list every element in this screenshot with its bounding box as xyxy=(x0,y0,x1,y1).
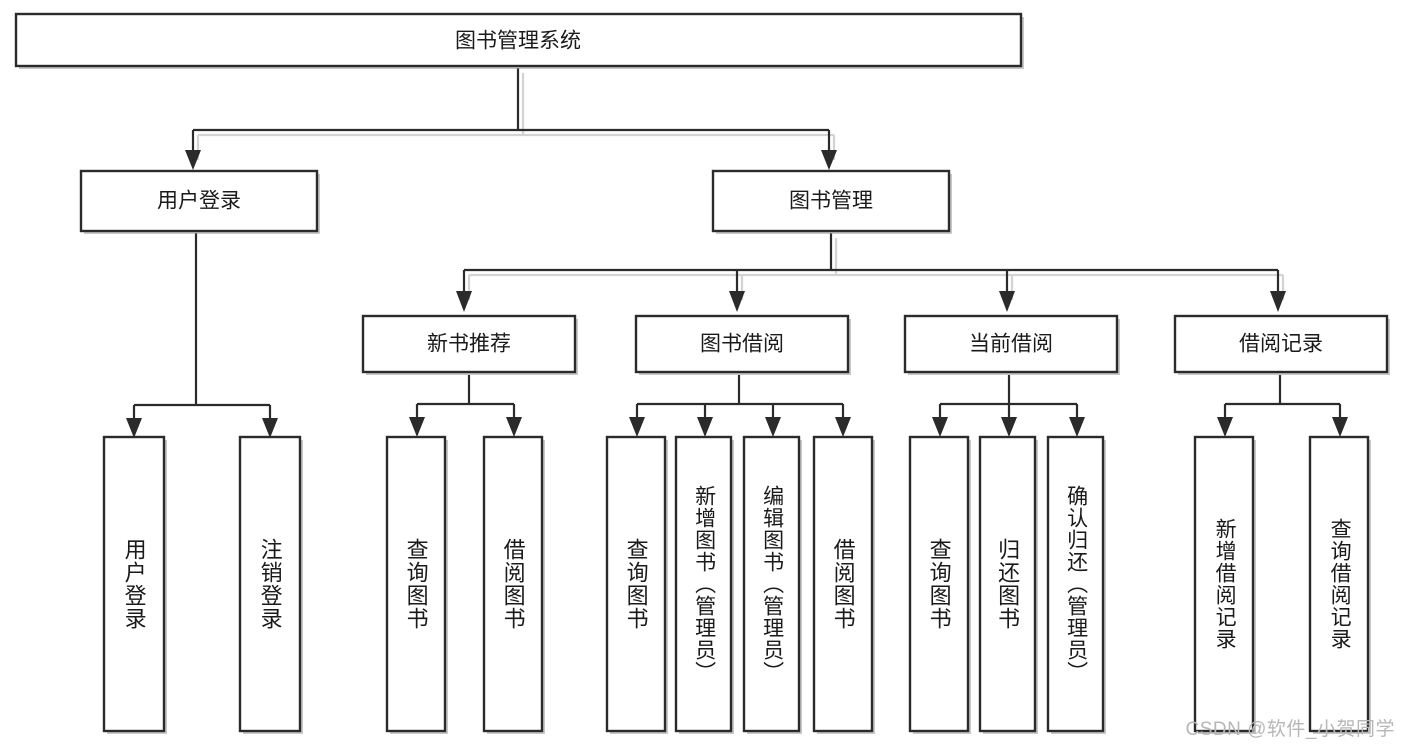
arrow-leaf-query-record xyxy=(1332,417,1348,437)
book-borrow-node-box[interactable] xyxy=(634,314,850,374)
borrow-record-node-label: 借阅记录 xyxy=(1239,333,1323,356)
edge-newbook-to-leaves xyxy=(415,375,516,422)
leaf-box-add-book[interactable] xyxy=(674,435,733,733)
leaf-box-borrow-book-1[interactable] xyxy=(482,435,544,733)
root-node-label: 图书管理系统 xyxy=(455,30,581,53)
arrow-leaf-query-book-3 xyxy=(932,417,948,437)
arrow-leaf-confirm-return xyxy=(1069,417,1085,437)
arrow-to-book-manage xyxy=(821,150,837,170)
arrow-leaf-borrow-book-2 xyxy=(835,417,851,437)
leaf-box-add-record[interactable] xyxy=(1193,435,1255,733)
leaf-box-query-book-1[interactable] xyxy=(385,435,447,733)
new-book-node-label: 新书推荐 xyxy=(427,333,511,356)
edges-group xyxy=(126,68,1348,438)
arrow-leaf-edit-book xyxy=(765,417,781,437)
edge-bookborrow-to-leaves xyxy=(635,375,845,422)
leaf-box-query-book-2[interactable] xyxy=(605,435,667,733)
current-borrow-node-label: 当前借阅 xyxy=(969,333,1053,356)
nodes-group: 图书管理系统 用户登录 图书管理 新书推荐 图书借阅 当前借阅 xyxy=(14,12,1390,734)
leaf-box-confirm-return[interactable] xyxy=(1046,435,1105,733)
leaf-box-return-book[interactable] xyxy=(978,435,1037,733)
leaf-box-user-login[interactable] xyxy=(102,435,166,733)
arrow-leaf-return-book xyxy=(1001,417,1017,437)
new-book-node-box[interactable] xyxy=(361,314,577,374)
arrow-leaf-add-record xyxy=(1217,417,1233,437)
edge-borrowrecord-to-leaves xyxy=(1223,375,1342,422)
edge-bookmanage-to-level3 xyxy=(462,233,1280,295)
leaf-box-edit-book[interactable] xyxy=(742,435,801,733)
edge-currentborrow-to-leaves xyxy=(938,375,1079,422)
leaf-box-query-record[interactable] xyxy=(1308,435,1370,733)
arrow-leaf-user-login xyxy=(126,418,142,438)
arrow-leaf-borrow-book-1 xyxy=(506,417,522,437)
arrow-to-user-login xyxy=(185,150,201,170)
borrow-record-node-box[interactable] xyxy=(1173,314,1389,374)
root-node-box[interactable] xyxy=(14,12,1023,68)
arrow-to-current-borrow xyxy=(999,291,1015,312)
leaf-box-logout[interactable] xyxy=(238,435,302,733)
user-login-node-box[interactable] xyxy=(79,169,319,233)
edge-root-to-level2 xyxy=(191,68,831,155)
current-borrow-node-box[interactable] xyxy=(903,314,1119,374)
book-borrow-node-label: 图书借阅 xyxy=(700,333,784,356)
book-manage-node-label: 图书管理 xyxy=(789,190,873,213)
arrow-leaf-query-book-2 xyxy=(629,417,645,437)
arrow-leaf-add-book xyxy=(697,417,713,437)
arrow-to-new-book xyxy=(456,291,472,312)
csdn-watermark: CSDN @软件_小贺同学 xyxy=(1185,719,1395,740)
arrow-leaf-logout xyxy=(262,418,278,438)
arrow-to-borrow-record xyxy=(1270,291,1286,312)
leaf-box-borrow-book-2[interactable] xyxy=(812,435,874,733)
arrow-to-book-borrow xyxy=(729,291,745,312)
arrow-leaf-query-book-1 xyxy=(409,417,425,437)
user-login-node-label: 用户登录 xyxy=(157,190,241,213)
edge-userlogin-to-leaves xyxy=(132,233,272,424)
book-manage-node-box[interactable] xyxy=(711,169,951,233)
leaf-box-query-book-3[interactable] xyxy=(908,435,970,733)
